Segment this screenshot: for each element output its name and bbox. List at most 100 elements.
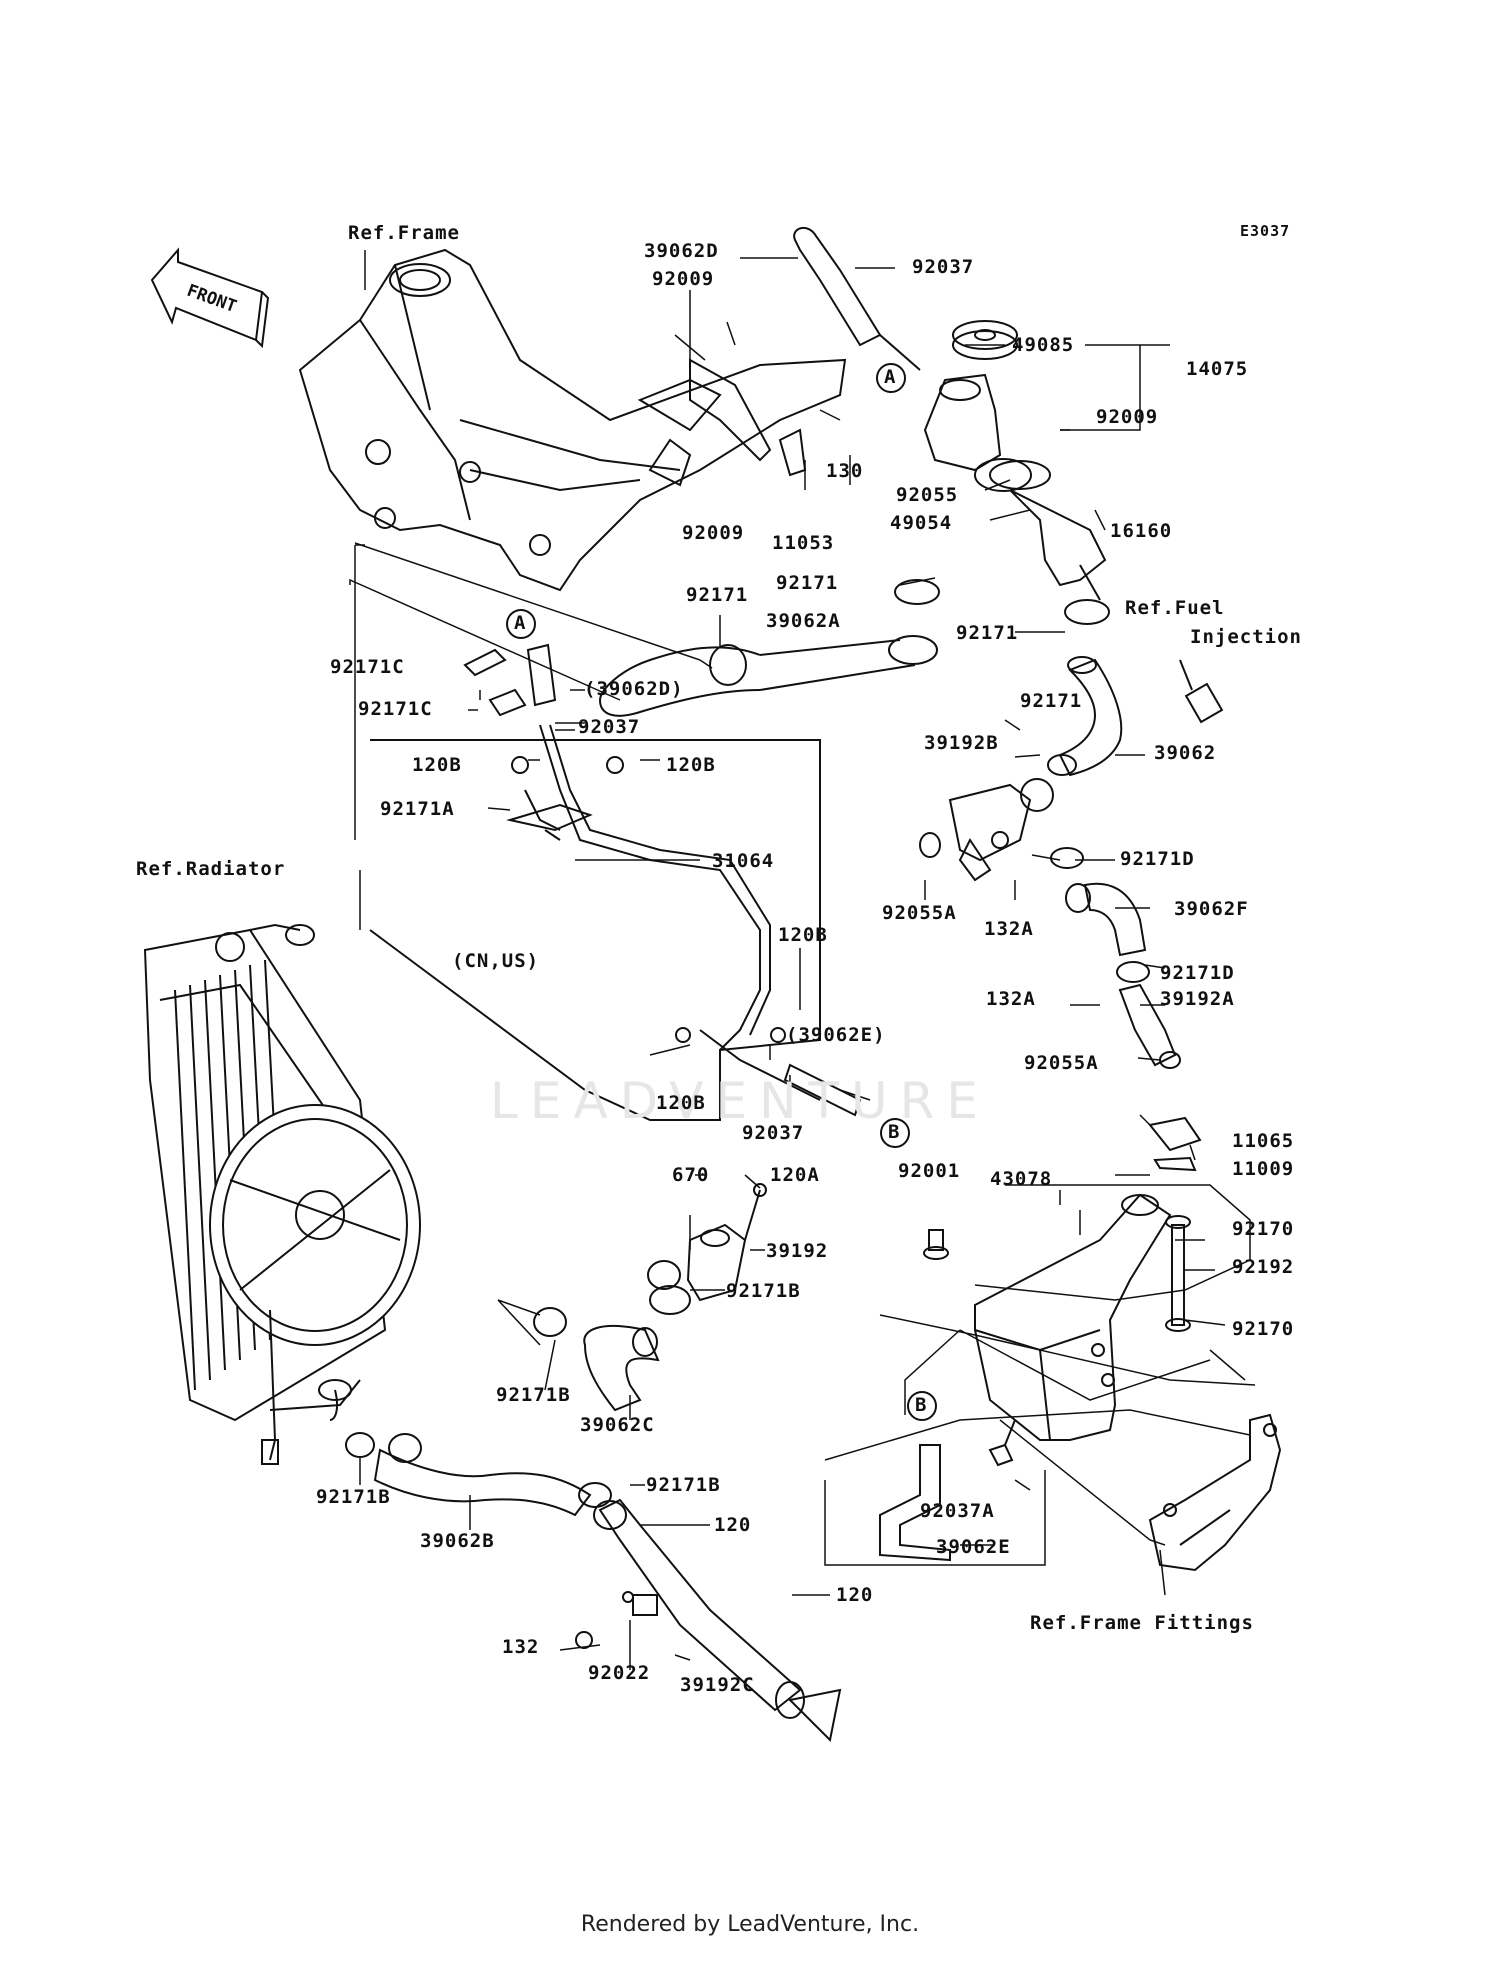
- part-label: 92171: [776, 572, 839, 594]
- part-label: 92037: [742, 1122, 805, 1144]
- hose-39062D-small: [526, 643, 557, 707]
- radiator: [143, 923, 421, 1465]
- hose-39062A: [598, 635, 938, 717]
- part-label: 14075: [1186, 358, 1249, 380]
- hose-39062E: [879, 1444, 951, 1562]
- hose-92192: [1165, 1215, 1191, 1332]
- bolt-92001: [923, 1229, 949, 1260]
- part-label: (39062E): [786, 1024, 886, 1046]
- part-label: 39192B: [924, 732, 999, 754]
- ref-fuel-label: Ref.Fuel: [1125, 597, 1225, 619]
- clamp-92171B: [345, 1285, 691, 1508]
- hose-39062C: [583, 1324, 660, 1412]
- marker-b-mid-label: B: [888, 1121, 901, 1143]
- part-label: 92009: [1096, 406, 1159, 428]
- part-label: 92009: [652, 268, 715, 290]
- part-label: 120: [714, 1514, 752, 1536]
- part-label: 92171B: [316, 1486, 391, 1508]
- part-label: 39192A: [1160, 988, 1235, 1010]
- part-label: 92171: [956, 622, 1019, 644]
- watermark: LEADVENTURE: [490, 1072, 990, 1130]
- part-label: 39062E: [936, 1536, 1011, 1558]
- part-label: 92171B: [726, 1280, 801, 1302]
- part-label: 39192C: [680, 1674, 755, 1696]
- part-label: 11065: [1232, 1130, 1295, 1152]
- part-label: 670: [672, 1164, 710, 1186]
- marker-a-top-label: A: [884, 366, 897, 388]
- part-label: 11053: [772, 532, 835, 554]
- part-label: 92171B: [496, 1384, 571, 1406]
- clip-92171C: [463, 648, 527, 717]
- part-label: 120A: [770, 1164, 820, 1186]
- part-label: 39192: [766, 1240, 829, 1262]
- part-label: 39062C: [580, 1414, 655, 1436]
- part-label: 49054: [890, 512, 953, 534]
- part-label: 120B: [778, 924, 828, 946]
- marker-a-top: [876, 363, 906, 393]
- part-label: 39062: [1154, 742, 1217, 764]
- part-label: 120B: [656, 1092, 706, 1114]
- part-label: 92009: [682, 522, 745, 544]
- part-label: 120B: [666, 754, 716, 776]
- part-label: 132A: [984, 918, 1034, 940]
- pipe-31064-box: [369, 724, 821, 1121]
- part-label: 92022: [588, 1662, 651, 1684]
- part-label: 92171C: [358, 698, 433, 720]
- footer-credit: Rendered by LeadVenture, Inc.: [580, 1912, 920, 1937]
- o-ring-92055: [974, 458, 1032, 492]
- pipe-39192C: [575, 1498, 842, 1743]
- fitting-39192: [647, 1183, 767, 1302]
- part-label: 92055A: [882, 902, 957, 924]
- part-label: 92037: [912, 256, 975, 278]
- part-label: 92171A: [380, 798, 455, 820]
- part-label: 92171D: [1160, 962, 1235, 984]
- hose-39062B: [373, 1433, 592, 1517]
- part-label: 92037A: [920, 1500, 995, 1522]
- part-label: 92192: [1232, 1256, 1295, 1278]
- part-label: 132A: [986, 988, 1036, 1010]
- clip-92037A: [988, 1443, 1014, 1467]
- part-label: 92001: [898, 1160, 961, 1182]
- part-label: 92171B: [646, 1474, 721, 1496]
- marker-b-mid: [880, 1118, 910, 1148]
- tank-43078: [974, 1193, 1172, 1446]
- frame-fittings: [1148, 1413, 1282, 1572]
- part-label: 132: [502, 1636, 540, 1658]
- part-label: 43078: [990, 1168, 1053, 1190]
- part-label: 39062A: [766, 610, 841, 632]
- ref-fuel-injection-label: Injection: [1190, 626, 1302, 648]
- marker-b-low: [907, 1391, 937, 1421]
- part-label: 120B: [412, 754, 462, 776]
- part-label: 92037: [578, 716, 641, 738]
- hose-39062E-short: [783, 1063, 862, 1117]
- fitting-39192B: [948, 778, 1054, 882]
- part-label: 92170: [1232, 1218, 1295, 1240]
- ref-frame-fittings-label: Ref.Frame Fittings: [1030, 1612, 1254, 1634]
- ref-radiator-label: Ref.Radiator: [136, 858, 286, 880]
- clamp-92171: [709, 579, 1110, 686]
- part-label: 92055A: [1024, 1052, 1099, 1074]
- hose-39062: [1047, 656, 1123, 777]
- part-label: 39062F: [1174, 898, 1249, 920]
- sensor-fuel-injection: [1179, 659, 1224, 724]
- part-label: 39062B: [420, 1530, 495, 1552]
- part-label: 120: [836, 1584, 874, 1606]
- part-label: 31064: [712, 850, 775, 872]
- frame-drawing: [298, 248, 847, 592]
- part-label: 130: [826, 460, 864, 482]
- marker-a-mid: [506, 609, 536, 639]
- part-label: 92055: [896, 484, 959, 506]
- marker-b-low-label: B: [915, 1394, 928, 1416]
- part-label: 92171C: [330, 656, 405, 678]
- region-note: (CN,US): [452, 950, 540, 972]
- hose-39062F: [1065, 882, 1147, 957]
- part-label: 39062D: [644, 240, 719, 262]
- cap-11065: [1148, 1116, 1202, 1172]
- ref-frame-label: Ref.Frame: [348, 222, 460, 244]
- part-label: 92171: [1020, 690, 1083, 712]
- cap-49085: [952, 320, 1018, 360]
- fitting-39192A: [1118, 983, 1177, 1067]
- hose-39062D: [793, 226, 921, 371]
- diagram-code: E3037: [1240, 222, 1291, 240]
